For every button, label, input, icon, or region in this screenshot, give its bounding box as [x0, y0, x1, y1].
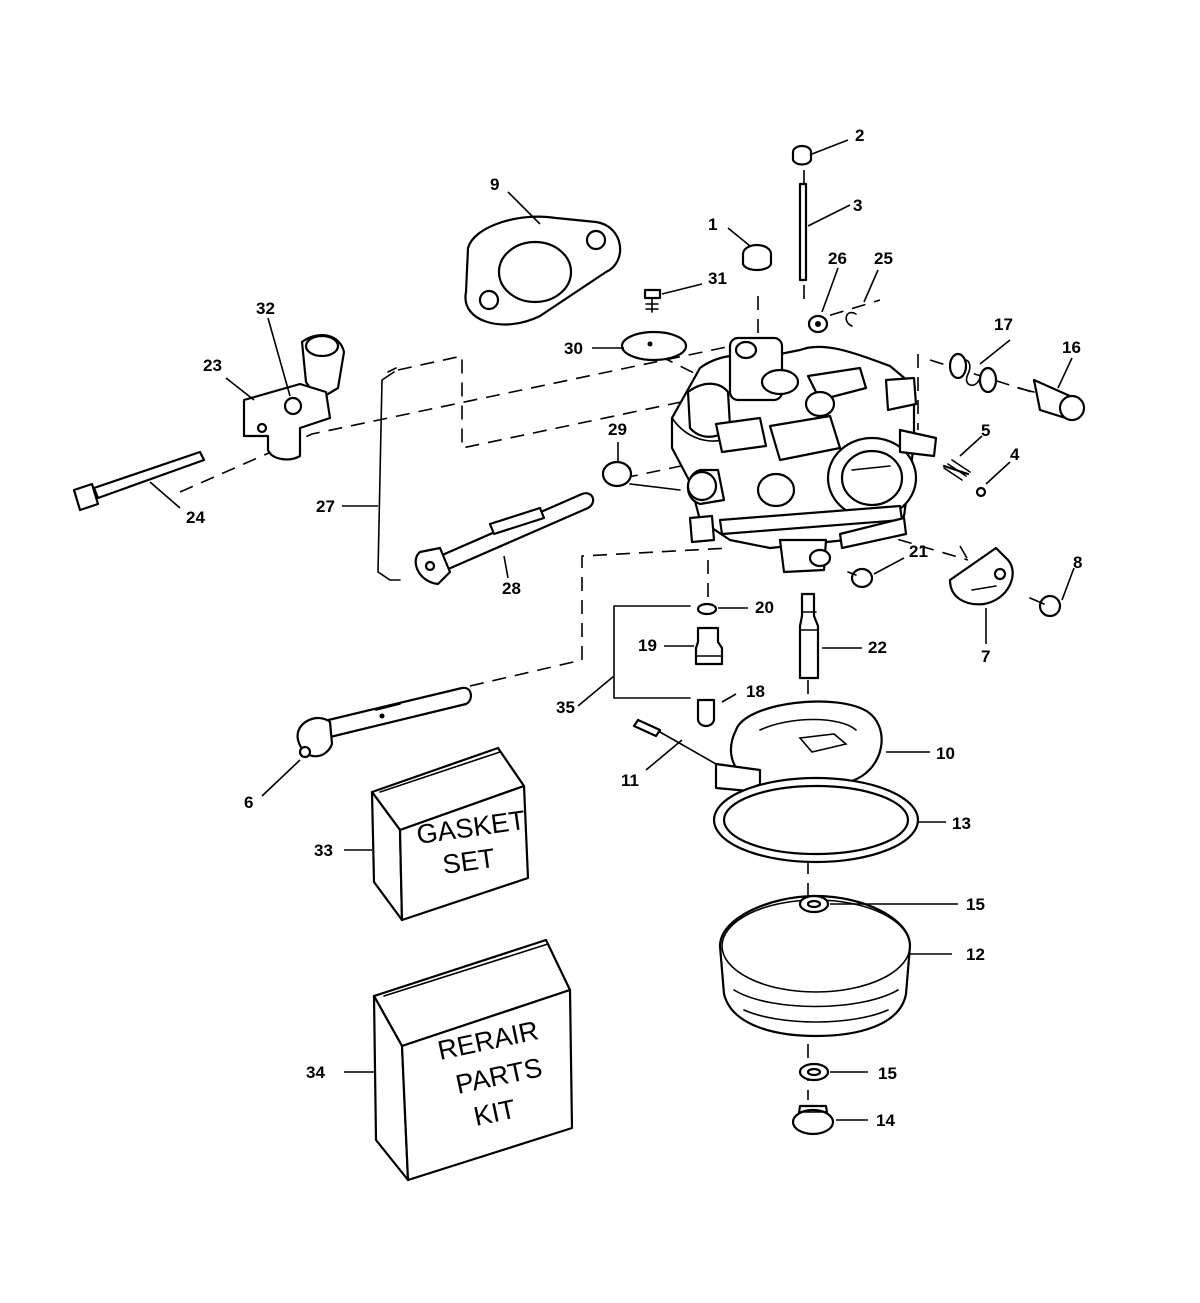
callout-6: 6 [244, 793, 253, 812]
callout-15b: 15 [878, 1064, 897, 1083]
callout-34: 34 [306, 1063, 325, 1082]
torsion-spring-part [601, 460, 681, 491]
choke-bracket-part [242, 334, 346, 461]
callout-17: 17 [994, 315, 1013, 334]
callout-20: 20 [755, 598, 774, 617]
callout-28: 28 [502, 579, 521, 598]
callout-1: 1 [708, 215, 717, 234]
spring-and-ball-part [942, 459, 987, 498]
callout-2: 2 [855, 126, 864, 145]
callout-16: 16 [1062, 338, 1081, 357]
callout-21: 21 [909, 542, 928, 561]
callout-5: 5 [981, 421, 990, 440]
callout-11: 11 [621, 771, 639, 790]
callout-14: 14 [876, 1111, 895, 1130]
callout-8: 8 [1073, 553, 1082, 572]
callout-33: 33 [314, 841, 333, 860]
callout-23: 23 [203, 356, 222, 375]
callout-24: 24 [186, 508, 205, 527]
float-hinge-pin-part [632, 718, 717, 765]
callout-13: 13 [952, 814, 971, 833]
callout-26: 26 [828, 249, 847, 268]
float-bowl-part [718, 894, 912, 1038]
callout-22: 22 [868, 638, 887, 657]
callout-27: 27 [316, 497, 335, 516]
mounting-screw-part [847, 567, 874, 589]
welch-plug-part [741, 243, 773, 272]
screw-part [1029, 594, 1062, 618]
choke-shaft-part [296, 686, 472, 759]
gasket-set-box: GASKET SET [370, 746, 530, 922]
carburetor-body-part [670, 336, 938, 574]
float-part [714, 700, 883, 801]
callout-35: 35 [556, 698, 575, 717]
cap-part [791, 144, 813, 166]
detent-plate-part [948, 546, 1014, 606]
callout-29: 29 [608, 420, 627, 439]
callout-15a: 15 [966, 895, 985, 914]
callout-4: 4 [1010, 445, 1020, 464]
callout-9: 9 [490, 175, 499, 194]
link-rod-part [377, 367, 401, 581]
callout-10: 10 [936, 744, 955, 763]
flange-gasket-part [464, 215, 622, 326]
callout-7: 7 [981, 647, 990, 666]
callout-32: 32 [256, 299, 275, 318]
washer-and-clip-part [807, 311, 857, 334]
long-bolt-part [72, 450, 206, 512]
throttle-shaft-part [414, 492, 595, 586]
jet-assembly-part [694, 602, 724, 728]
inlet-needle-part [798, 592, 820, 680]
callout-18: 18 [746, 682, 765, 701]
callout-30: 30 [564, 339, 583, 358]
drain-plug-part [791, 1104, 835, 1136]
callout-12: 12 [966, 945, 985, 964]
idle-spring-and-screw-part [948, 352, 1086, 422]
repair-parts-kit-box: RERAIR PARTS KIT [372, 938, 574, 1182]
callout-31: 31 [708, 269, 727, 288]
gasket-box-line2: SET [441, 843, 497, 880]
bowl-gasket-part [712, 776, 920, 864]
bowl-washer-part [798, 894, 830, 1082]
leader-lines [149, 139, 1075, 1121]
callout-3: 3 [853, 196, 862, 215]
callout-25: 25 [874, 249, 893, 268]
callout-19: 19 [638, 636, 657, 655]
float-pin-part [798, 182, 808, 282]
callout-labels: 1 2 3 4 5 6 7 8 9 10 11 12 13 14 15 15 1… [186, 126, 1082, 1130]
choke-plate-part [620, 288, 688, 362]
